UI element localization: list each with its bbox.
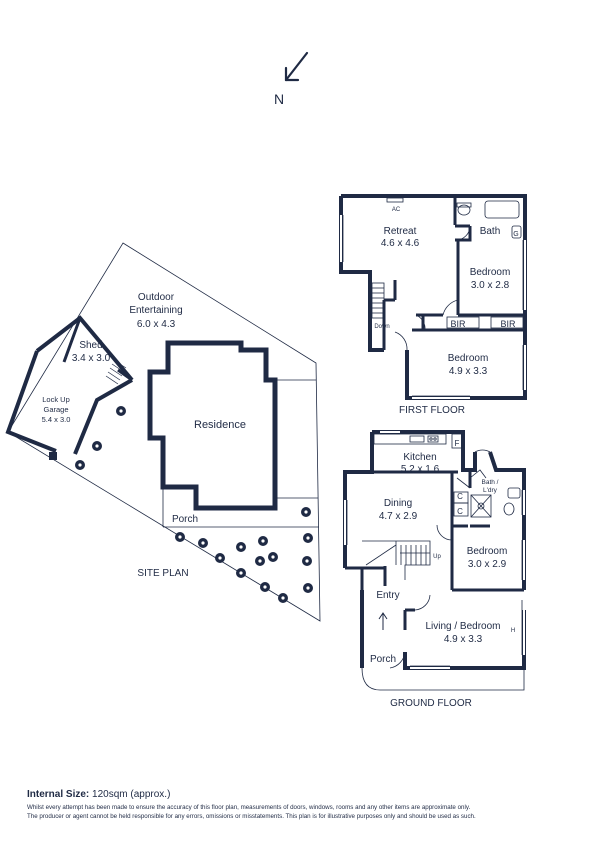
garage-post bbox=[49, 452, 57, 460]
bedroom-2-label: Bedroom bbox=[470, 267, 511, 278]
cupboard-label-1: C bbox=[457, 492, 463, 501]
outdoor-size: 6.0 x 4.3 bbox=[137, 319, 176, 330]
ground-floor-stairs bbox=[362, 540, 431, 580]
living-size: 4.9 x 3.3 bbox=[444, 634, 483, 645]
site-plan-title: SITE PLAN bbox=[137, 568, 188, 579]
ground-floor-windows bbox=[344, 431, 525, 669]
ac-label: AC bbox=[392, 207, 401, 213]
bir-label-2: BIR bbox=[500, 319, 516, 329]
north-arrow-icon bbox=[284, 51, 309, 82]
ground-porch-outline bbox=[361, 667, 525, 691]
footer: Internal Size: 120sqm (approx.) Whilst e… bbox=[27, 789, 572, 821]
toilet-icon bbox=[457, 204, 471, 216]
dryer-icon bbox=[453, 502, 469, 517]
living-label: Living / Bedroom bbox=[425, 621, 500, 632]
stairs-up-label: Up bbox=[433, 554, 441, 560]
kitchen-label: Kitchen bbox=[403, 452, 436, 463]
garage-walls bbox=[5, 315, 134, 455]
first-floor-windows bbox=[340, 215, 526, 399]
outdoor-label: Outdoor bbox=[138, 292, 175, 303]
kitchen-bench bbox=[373, 433, 463, 449]
bath-laundry-label-2: L'dry bbox=[483, 487, 498, 494]
bedroom-ground-label: Bedroom bbox=[467, 546, 508, 557]
disclaimer-line-2: The producer or agent cannot be held res… bbox=[27, 812, 476, 820]
dining-size: 4.7 x 2.9 bbox=[379, 511, 418, 522]
disclaimer-line-1: Whilst every attempt has been made to en… bbox=[27, 804, 471, 811]
shed-walls bbox=[62, 317, 133, 382]
outdoor-label-2: Entertaining bbox=[129, 305, 182, 316]
first-floor-title: FIRST FLOOR bbox=[399, 405, 465, 416]
first-floor-interior-walls bbox=[382, 196, 525, 350]
ground-floor-plan: F C C Up H Kitchen 5.2 x 1.6 Bath / L'dr… bbox=[343, 430, 526, 709]
internal-size-value: 120sqm (approx.) bbox=[89, 789, 171, 800]
ground-porch-label: Porch bbox=[370, 654, 396, 665]
bedroom-2-size: 3.0 x 2.8 bbox=[471, 280, 510, 291]
ground-floor-outer-walls bbox=[343, 430, 526, 670]
bathtub-icon bbox=[484, 200, 520, 219]
residence-label: Residence bbox=[194, 419, 246, 431]
garage-label: Lock Up bbox=[42, 395, 70, 404]
bedroom-1-label: Bedroom bbox=[448, 353, 489, 364]
bedroom-1-size: 4.9 x 3.3 bbox=[449, 366, 488, 377]
shed-ramp bbox=[105, 359, 127, 385]
internal-size-label: Internal Size: bbox=[27, 789, 90, 800]
basin-icon bbox=[511, 225, 522, 239]
retreat-label: Retreat bbox=[384, 226, 417, 237]
shed-size: 3.4 x 3.0 bbox=[72, 353, 111, 364]
internal-size: Internal Size: 120sqm (approx.) bbox=[27, 789, 572, 800]
ground-floor-title: GROUND FLOOR bbox=[390, 698, 472, 709]
site-boundary bbox=[7, 242, 321, 622]
site-plan: Outdoor Entertaining 6.0 x 4.3 Shed 3.4 … bbox=[5, 242, 321, 622]
entry-label: Entry bbox=[376, 590, 399, 601]
ground-toilet-icon bbox=[503, 502, 515, 516]
heater-label: H bbox=[511, 628, 515, 634]
cooktop-icon bbox=[427, 435, 439, 443]
residence-outline bbox=[147, 340, 278, 511]
site-porch-label: Porch bbox=[172, 514, 198, 525]
north-compass: N bbox=[274, 51, 309, 107]
ground-floor-doors bbox=[389, 449, 491, 669]
entry-arrow-icon bbox=[378, 612, 388, 630]
garage-label-2: Garage bbox=[43, 405, 68, 414]
first-floor-stairs bbox=[371, 282, 385, 319]
dining-label: Dining bbox=[384, 498, 412, 509]
first-floor-doors bbox=[394, 225, 471, 351]
shed-label: Shed bbox=[79, 340, 102, 351]
bath-laundry-label: Bath / bbox=[482, 479, 499, 486]
cupboard-label-2: C bbox=[457, 507, 463, 516]
bath-label: Bath bbox=[480, 226, 501, 237]
bedroom-ground-size: 3.0 x 2.9 bbox=[468, 559, 507, 570]
ground-basin-icon bbox=[507, 487, 521, 499]
retreat-size: 4.6 x 4.6 bbox=[381, 238, 420, 249]
sink-icon bbox=[409, 435, 425, 443]
stairs-down-label: Down bbox=[374, 324, 389, 330]
north-label: N bbox=[274, 91, 284, 107]
fridge-icon bbox=[451, 433, 463, 449]
shower-icon bbox=[470, 494, 492, 518]
first-floor-fixtures bbox=[386, 197, 524, 329]
ground-floor-interior-walls bbox=[345, 470, 524, 630]
bir-label-1: BIR bbox=[450, 319, 466, 329]
g-label: G bbox=[513, 231, 518, 238]
garage-size: 5.4 x 3.0 bbox=[42, 415, 71, 424]
fridge-label: F bbox=[455, 439, 460, 448]
laundry-fixtures bbox=[453, 487, 521, 518]
first-floor-plan: AC G Down BIR BIR Retreat 4.6 x 4.6 Bath… bbox=[339, 194, 527, 416]
kitchen-size: 5.2 x 1.6 bbox=[401, 464, 440, 475]
